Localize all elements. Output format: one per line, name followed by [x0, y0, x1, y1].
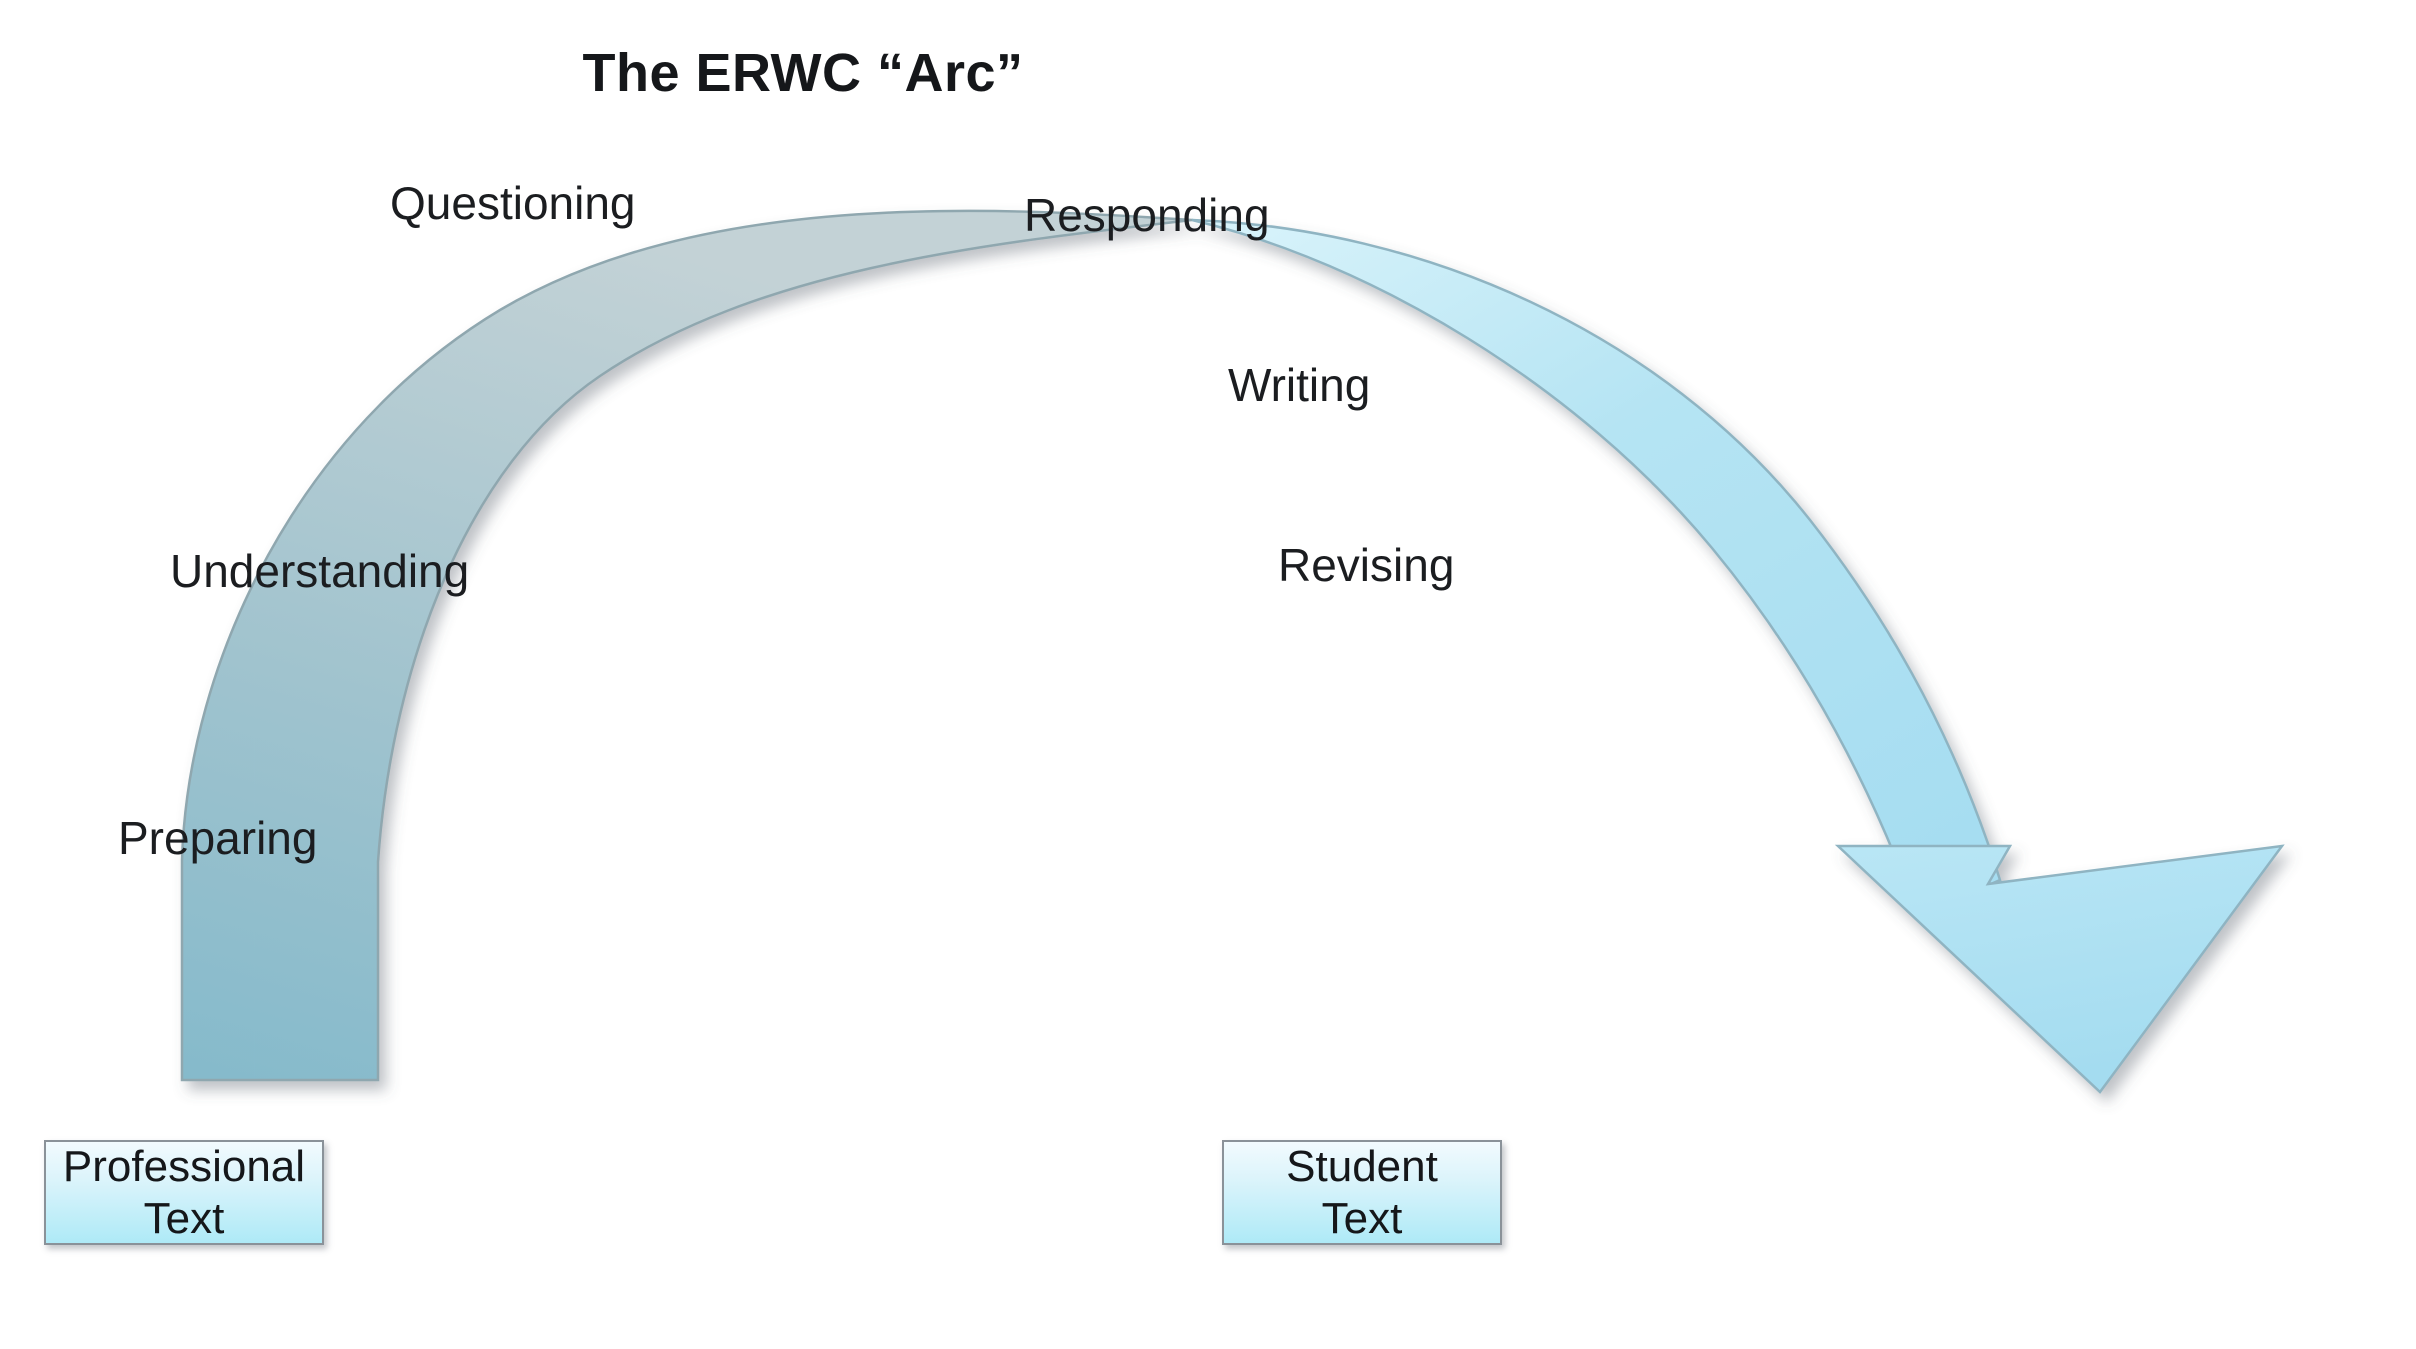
arc-left-half [180, 209, 1193, 1082]
arc-arrowhead [1834, 844, 2285, 1094]
stage-label-questioning: Questioning [390, 177, 636, 229]
stage-label-responding: Responding [1024, 189, 1270, 241]
professional-text-line-1: Professional [62, 1141, 306, 1191]
stage-label-writing: Writing [1228, 359, 1371, 411]
student-text-box-label: Student Text [1286, 1141, 1438, 1245]
professional-text-box[interactable]: Professional Text [44, 1140, 324, 1245]
student-text-line-2: Text [1321, 1193, 1403, 1243]
page-title: The ERWC “Arc” [0, 42, 2416, 104]
student-text-box[interactable]: Student Text [1222, 1140, 1502, 1245]
student-text-line-1: Student [1286, 1141, 1438, 1191]
page-title-text: The ERWC “Arc” [582, 43, 1024, 103]
stage-label-preparing: Preparing [118, 812, 318, 864]
professional-text-box-label: Professional Text [63, 1141, 305, 1245]
stage-label-understanding: Understanding [170, 545, 470, 597]
professional-text-line-2: Text [143, 1193, 225, 1243]
stage-label-revising: Revising [1278, 539, 1455, 591]
